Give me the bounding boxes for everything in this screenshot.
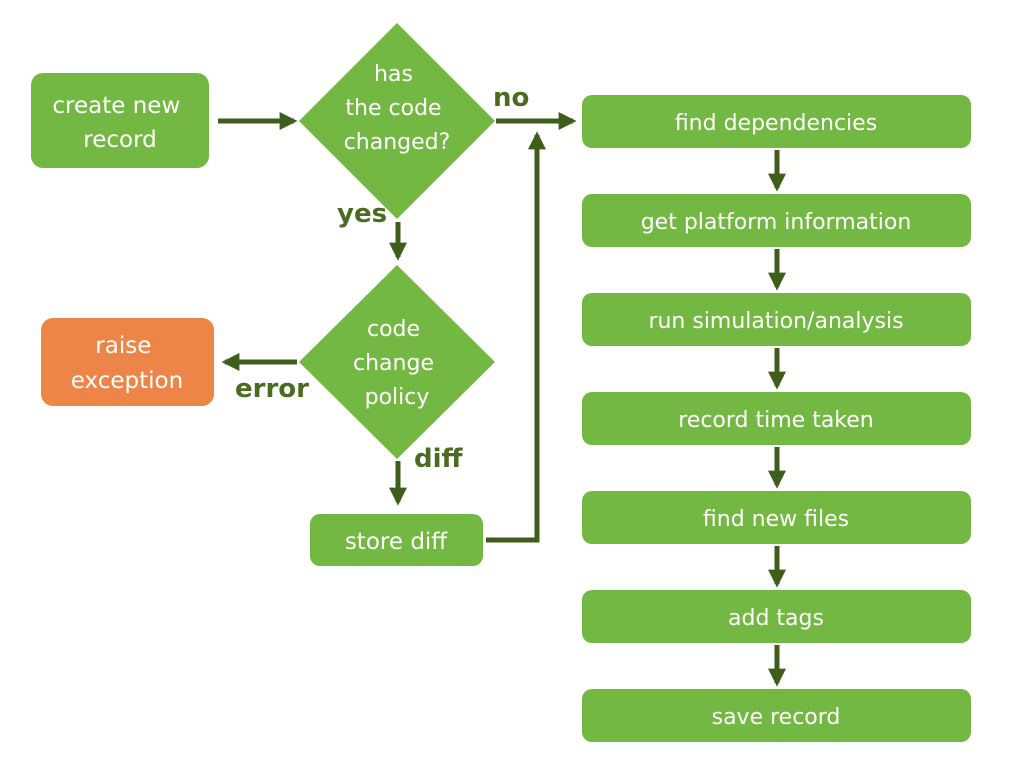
- raise-exception-line-1: raise: [95, 333, 151, 359]
- node-create-record: create new record: [31, 73, 209, 168]
- step-5-label: find new files: [703, 507, 849, 532]
- node-raise-exception: raise exception: [41, 318, 214, 406]
- decision-code-change-policy: code change policy: [299, 265, 495, 459]
- pipeline-step-2: get platform information: [582, 194, 971, 247]
- pipeline-step-1: find dependencies: [582, 95, 971, 148]
- decision-code-changed: has the code changed?: [299, 23, 495, 219]
- pipeline-step-5: find new files: [582, 491, 971, 544]
- code-changed-label: has the code changed?: [344, 62, 451, 155]
- create-record-line-2: record: [83, 127, 156, 153]
- edge-label-no: no: [493, 83, 529, 113]
- pipeline-step-7: save record: [582, 689, 971, 742]
- edge-label-error: error: [235, 374, 309, 404]
- code-change-policy-label: code change policy: [353, 317, 441, 410]
- raise-exception-line-2: exception: [71, 368, 183, 394]
- code-change-policy-line-3: policy: [365, 385, 430, 410]
- node-store-diff: store diff: [310, 514, 483, 566]
- step-1-label: find dependencies: [675, 111, 877, 136]
- edge-label-diff: diff: [414, 444, 464, 474]
- arrow-store-diff-to-find-dependencies: [486, 131, 546, 543]
- step-4-label: record time taken: [678, 408, 874, 433]
- pipeline-step-4: record time taken: [582, 392, 971, 445]
- raise-exception-label: raise exception: [71, 333, 183, 394]
- step-7-label: save record: [712, 705, 841, 730]
- edge-label-yes: yes: [337, 199, 387, 229]
- create-record-label: create new record: [52, 93, 187, 153]
- pipeline-step-6: add tags: [582, 590, 971, 643]
- code-changed-line-2: the code: [345, 96, 441, 121]
- create-record-line-1: create new: [52, 93, 180, 119]
- store-diff-label: store diff: [345, 529, 448, 555]
- step-3-label: run simulation/analysis: [648, 309, 903, 334]
- code-change-policy-line-2: change: [353, 351, 434, 376]
- step-2-label: get platform information: [641, 210, 912, 235]
- step-6-label: add tags: [728, 606, 824, 631]
- code-changed-line-1: has: [374, 62, 413, 87]
- code-change-policy-line-1: code: [367, 317, 420, 342]
- code-changed-line-3: changed?: [344, 130, 451, 155]
- pipeline-step-3: run simulation/analysis: [582, 293, 971, 346]
- connectors: [218, 112, 786, 687]
